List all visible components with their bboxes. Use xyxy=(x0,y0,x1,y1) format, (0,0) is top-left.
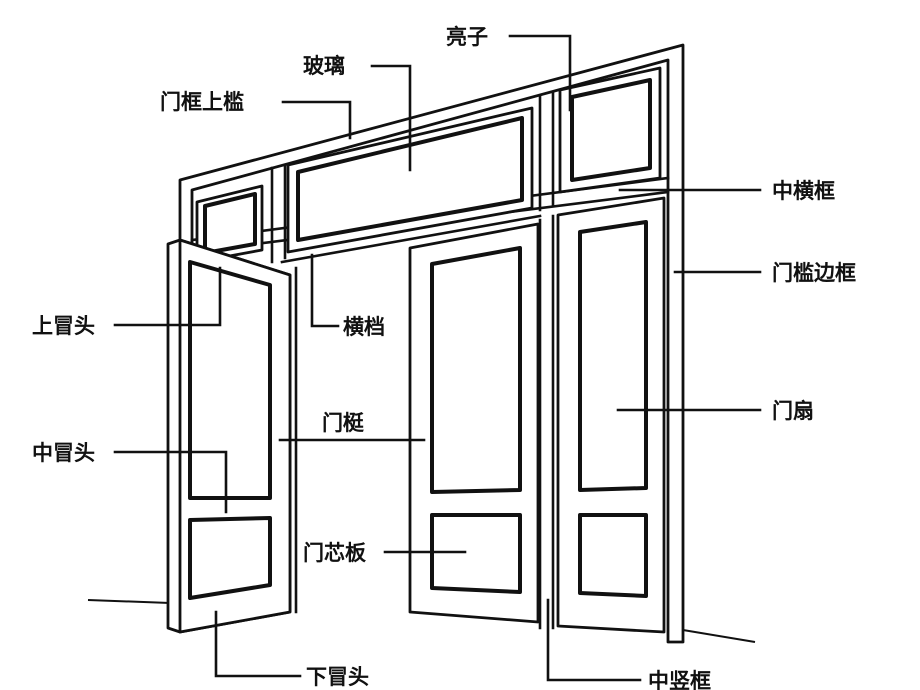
transom-windows xyxy=(195,66,662,264)
leader-lines xyxy=(113,34,762,682)
label-menkan-biankuang: 门槛边框 xyxy=(772,261,856,285)
label-menkuang-shangkan: 门框上槛 xyxy=(160,90,244,114)
label-boli: 玻璃 xyxy=(303,54,345,78)
label-hengdang: 横档 xyxy=(343,315,385,339)
label-liangzi: 亮子 xyxy=(446,25,488,49)
labels: 亮子 玻璃 门框上槛 中横框 门槛边框 上冒头 横档 门梃 门扇 中冒头 门芯板… xyxy=(32,25,856,690)
label-zhong-maotou: 中冒头 xyxy=(32,441,95,465)
label-shang-maotou: 上冒头 xyxy=(32,314,95,338)
label-zhong-shukuang: 中竖框 xyxy=(648,669,711,690)
label-zhong-hengkuang: 中横框 xyxy=(772,179,835,203)
label-menting: 门梃 xyxy=(322,411,364,435)
label-menxinban: 门芯板 xyxy=(303,541,367,565)
label-xia-maotou: 下冒头 xyxy=(306,665,369,689)
right-doors xyxy=(408,196,666,634)
label-menshan: 门扇 xyxy=(772,399,814,423)
left-open-door xyxy=(166,238,298,634)
